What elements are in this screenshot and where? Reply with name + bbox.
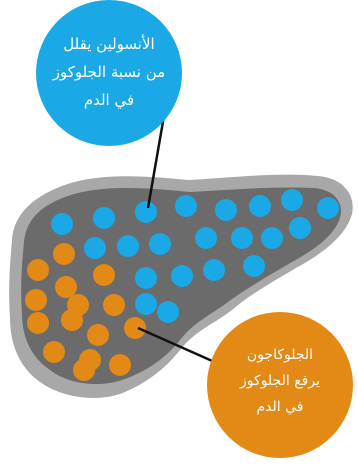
glucagon-cell <box>87 324 109 346</box>
insulin-cell <box>157 301 179 323</box>
insulin-cell <box>249 195 271 217</box>
insulin-cell <box>231 227 253 249</box>
insulin-cell <box>289 217 311 239</box>
insulin-callout-label: الأنسولين يقلل من نسبة الجلوكوز في الدم <box>34 30 184 114</box>
glucagon-cell <box>73 359 95 381</box>
insulin-cell <box>215 199 237 221</box>
glucagon-cell <box>93 264 115 286</box>
glucagon-cell <box>124 317 146 339</box>
insulin-cell <box>117 235 139 257</box>
insulin-cell <box>93 207 115 229</box>
glucagon-cell <box>109 354 131 376</box>
insulin-cell <box>149 233 171 255</box>
glucagon-cell <box>61 309 83 331</box>
insulin-cell <box>261 227 283 249</box>
insulin-label-line-1: الأنسولين يقلل <box>34 30 184 58</box>
glucagon-cell <box>27 259 49 281</box>
glucagon-cell <box>43 341 65 363</box>
insulin-cell <box>243 255 265 277</box>
glucagon-cell <box>53 243 75 265</box>
glucagon-callout-label: الجلوكاجون يرفع الجلوكوز في الدم <box>210 342 350 420</box>
glucagon-cell <box>55 276 77 298</box>
insulin-cell <box>175 195 197 217</box>
glucagon-cell <box>103 294 125 316</box>
insulin-cell <box>281 189 303 211</box>
insulin-cell <box>203 259 225 281</box>
insulin-cell <box>135 293 157 315</box>
insulin-label-line-2: من نسبة الجلوكوز <box>34 58 184 86</box>
insulin-cell <box>84 237 106 259</box>
insulin-cell <box>51 213 73 235</box>
glucagon-cell <box>25 289 47 311</box>
insulin-cell <box>171 265 193 287</box>
glucagon-label-line-2: يرفع الجلوكوز <box>210 368 350 394</box>
glucagon-label-line-3: في الدم <box>210 394 350 420</box>
insulin-cell <box>135 201 157 223</box>
glucagon-cell <box>27 312 49 334</box>
insulin-cell <box>317 197 339 219</box>
insulin-label-line-3: في الدم <box>34 86 184 114</box>
glucagon-label-line-1: الجلوكاجون <box>210 342 350 368</box>
insulin-cell <box>135 267 157 289</box>
insulin-cell <box>195 227 217 249</box>
